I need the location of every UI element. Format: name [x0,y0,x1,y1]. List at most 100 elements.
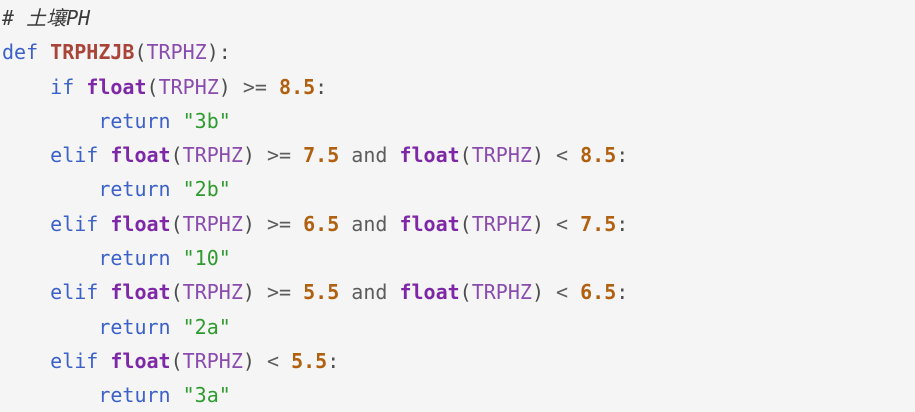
token-plain [279,349,291,373]
code-line: return "3a" [2,378,915,412]
token-plain [255,349,267,373]
token-variable: TRPHZ [471,143,532,168]
code-line: return "2a" [2,310,915,344]
token-variable: TRPHZ [471,211,532,236]
token-builtin: float [399,143,460,168]
token-keyword: return [98,108,171,133]
token-plain [255,280,267,304]
token-keyword: elif [50,143,99,168]
token-punct: ( [170,348,183,373]
token-plain [2,143,50,167]
token-punct: ) [531,280,544,305]
token-plain [2,246,98,270]
token-variable: TRPHZ [182,348,243,373]
token-plain [171,315,183,339]
token-punct: ) [242,143,255,168]
token-plain [291,280,303,304]
token-builtin: float [399,211,460,236]
token-punct: : [327,348,340,373]
token-operator: and [351,143,388,168]
token-plain [171,246,183,270]
token-punct: : [315,74,328,99]
token-number: 5.5 [303,280,340,305]
token-plain [387,280,399,304]
token-builtin: float [399,280,460,305]
token-operator: < [556,280,569,305]
token-plain [387,212,399,236]
token-keyword: return [98,383,171,408]
token-plain [98,212,110,236]
token-variable: TRPHZ [182,280,243,305]
token-string: "3a" [182,383,231,408]
token-plain [339,143,351,167]
token-punct: ( [459,280,472,305]
token-operator: < [556,143,569,168]
token-operator: < [556,211,569,236]
token-punct: : [616,143,629,168]
token-function: TRPHZJB [50,40,135,65]
token-builtin: float [110,143,171,168]
token-builtin: float [110,280,171,305]
code-line: elif float(TRPHZ) >= 5.5 and float(TRPHZ… [2,275,915,309]
token-plain [2,75,50,99]
token-plain [2,212,50,236]
token-string: "3b" [182,108,231,133]
token-number: 6.5 [580,280,617,305]
token-keyword: elif [50,348,99,373]
token-plain [38,40,50,64]
token-punct: ) [242,348,255,373]
code-line: return "2b" [2,172,915,206]
token-punct: ( [459,211,472,236]
token-number: 6.5 [303,211,340,236]
token-punct: ( [459,143,472,168]
token-variable: TRPHZ [471,280,532,305]
token-string: "2a" [182,314,231,339]
token-comment: # 土壤PH [2,6,91,30]
token-number: 5.5 [291,348,328,373]
code-line: return "3b" [2,104,915,138]
token-plain [98,143,110,167]
token-plain [171,177,183,201]
token-plain [2,280,50,304]
token-plain [339,280,351,304]
token-plain [544,212,556,236]
token-variable: TRPHZ [158,74,219,99]
token-punct: ( [170,280,183,305]
token-plain [171,109,183,133]
code-line: elif float(TRPHZ) < 5.5: [2,344,915,378]
token-punct: : [616,211,629,236]
token-plain [267,75,279,99]
token-plain [2,349,50,373]
code-line: elif float(TRPHZ) >= 7.5 and float(TRPHZ… [2,138,915,172]
token-plain [255,212,267,236]
token-punct: ) [531,143,544,168]
token-plain [98,280,110,304]
token-plain [255,143,267,167]
token-punct: ) [218,74,231,99]
token-punct: ) [531,211,544,236]
token-plain [568,143,580,167]
token-number: 8.5 [580,143,617,168]
token-builtin: float [86,74,147,99]
token-punct: ( [146,74,159,99]
token-plain [544,280,556,304]
token-keyword: return [98,314,171,339]
token-plain [2,109,98,133]
token-operator: and [351,211,388,236]
code-line: def TRPHZJB(TRPHZ): [2,35,915,69]
token-punct: ): [206,40,231,65]
token-plain [2,177,98,201]
code-line: if float(TRPHZ) >= 8.5: [2,70,915,104]
token-builtin: float [110,348,171,373]
token-plain [231,75,243,99]
token-plain [339,212,351,236]
token-operator: >= [266,211,292,236]
token-operator: >= [266,280,292,305]
token-keyword: def [2,40,39,65]
token-plain [387,143,399,167]
code-line: elif float(TRPHZ) >= 6.5 and float(TRPHZ… [2,207,915,241]
token-operator: >= [242,74,267,99]
token-operator: and [351,280,388,305]
